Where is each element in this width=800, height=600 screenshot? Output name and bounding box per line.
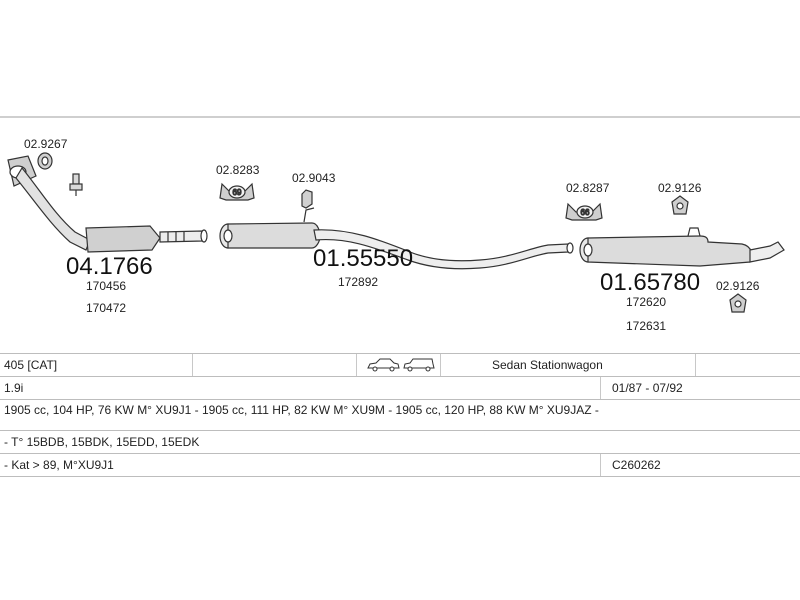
rubber-top-icon[interactable] — [671, 195, 689, 215]
divider — [600, 377, 601, 399]
divider — [695, 354, 696, 376]
info-row-engine: 1.9i 01/87 - 07/92 — [0, 377, 800, 400]
front-pipe-ref-2: 170472 — [86, 301, 126, 315]
lambda-sensor-icon — [69, 173, 83, 196]
engine-text: 1.9i — [4, 381, 24, 395]
gasket-icon[interactable] — [37, 152, 53, 170]
model-text: 405 [CAT] — [4, 358, 58, 372]
rear-silencer-number: 01.65780 — [600, 269, 700, 296]
divider — [600, 454, 601, 476]
info-row-model: 405 [CAT] Sedan Stationwagon — [0, 353, 800, 377]
years-text: 01/87 - 07/92 — [612, 381, 683, 395]
divider — [356, 354, 357, 376]
body-type-text: Sedan Stationwagon — [492, 358, 603, 372]
car-icons — [366, 357, 436, 376]
rubber-bottom-icon[interactable] — [729, 293, 747, 313]
clamp-label: 02.9043 — [292, 171, 336, 185]
middle-silencer-ref-1: 172892 — [338, 275, 378, 289]
middle-silencer-number: 01.55550 — [313, 245, 413, 272]
mount-front-badge: 69 — [233, 188, 242, 197]
sedan-car-icon — [367, 358, 400, 372]
rear-silencer-ref-1: 172620 — [626, 295, 666, 309]
divider — [440, 354, 441, 376]
front-pipe-catalyst[interactable] — [7, 155, 208, 253]
types-text: - T° 15BDB, 15BDK, 15EDD, 15EDK — [4, 435, 200, 449]
mount-rear-badge: 66 — [581, 208, 590, 217]
mount-front-label: 02.8283 — [216, 163, 260, 177]
gasket-label: 02.9267 — [24, 137, 68, 151]
notes-text: - Kat > 89, M°XU9J1 — [4, 458, 114, 472]
mount-rear-label: 02.8287 — [566, 181, 610, 195]
clamp-icon[interactable] — [301, 189, 313, 209]
stationwagon-car-icon — [403, 358, 435, 372]
divider — [192, 354, 193, 376]
front-pipe-ref-1: 170456 — [86, 279, 126, 293]
vehicle-info-table: 405 [CAT] Sedan Stationwagon 1.9i — [0, 353, 800, 477]
info-row-power: 1905 cc, 104 HP, 76 KW M° XU9J1 - 1905 c… — [0, 400, 800, 431]
info-row-notes: - Kat > 89, M°XU9J1 C260262 — [0, 454, 800, 477]
mount-rear-icon[interactable]: 66 — [565, 202, 603, 221]
rubber-bottom-label: 02.9126 — [716, 279, 760, 293]
mount-front-icon[interactable]: 69 — [219, 182, 255, 201]
code-text: C260262 — [612, 458, 661, 472]
middle-silencer[interactable] — [219, 207, 574, 270]
front-pipe-number: 04.1766 — [66, 253, 153, 280]
rear-silencer[interactable] — [579, 227, 785, 267]
info-row-types: - T° 15BDB, 15BDK, 15EDD, 15EDK — [0, 431, 800, 454]
rear-silencer-ref-2: 172631 — [626, 319, 666, 333]
rubber-top-label: 02.9126 — [658, 181, 702, 195]
power-text: 1905 cc, 104 HP, 76 KW M° XU9J1 - 1905 c… — [4, 403, 599, 417]
